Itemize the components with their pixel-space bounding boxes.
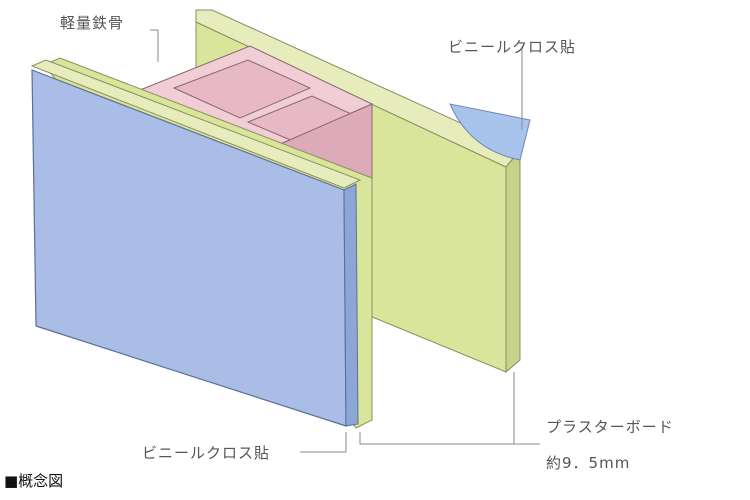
- leader-frame: [150, 29, 159, 62]
- label-vinyl-cloth-bottom: ビニールクロス貼: [142, 444, 271, 462]
- back-plaster-board-side-edge: [505, 148, 521, 374]
- label-vinyl-cloth-top: ビニールクロス貼: [448, 38, 577, 56]
- label-plaster-board: プラスターボード: [546, 418, 674, 436]
- leader-board-1: [359, 432, 540, 445]
- back-vinyl-cloth-layer: [449, 103, 531, 161]
- front-plaster-board-top: [30, 59, 362, 189]
- leader-vinyl-bottom: [300, 432, 347, 453]
- front-vinyl-cloth-edge: [343, 183, 359, 427]
- steel-frame-opening-1: [172, 59, 312, 119]
- figure-caption: ■概念図: [4, 472, 64, 490]
- label-steel-frame: 軽量鉄骨: [60, 14, 125, 32]
- leader-lines: [150, 29, 540, 453]
- label-board-thickness: 約9．5mm: [546, 454, 631, 472]
